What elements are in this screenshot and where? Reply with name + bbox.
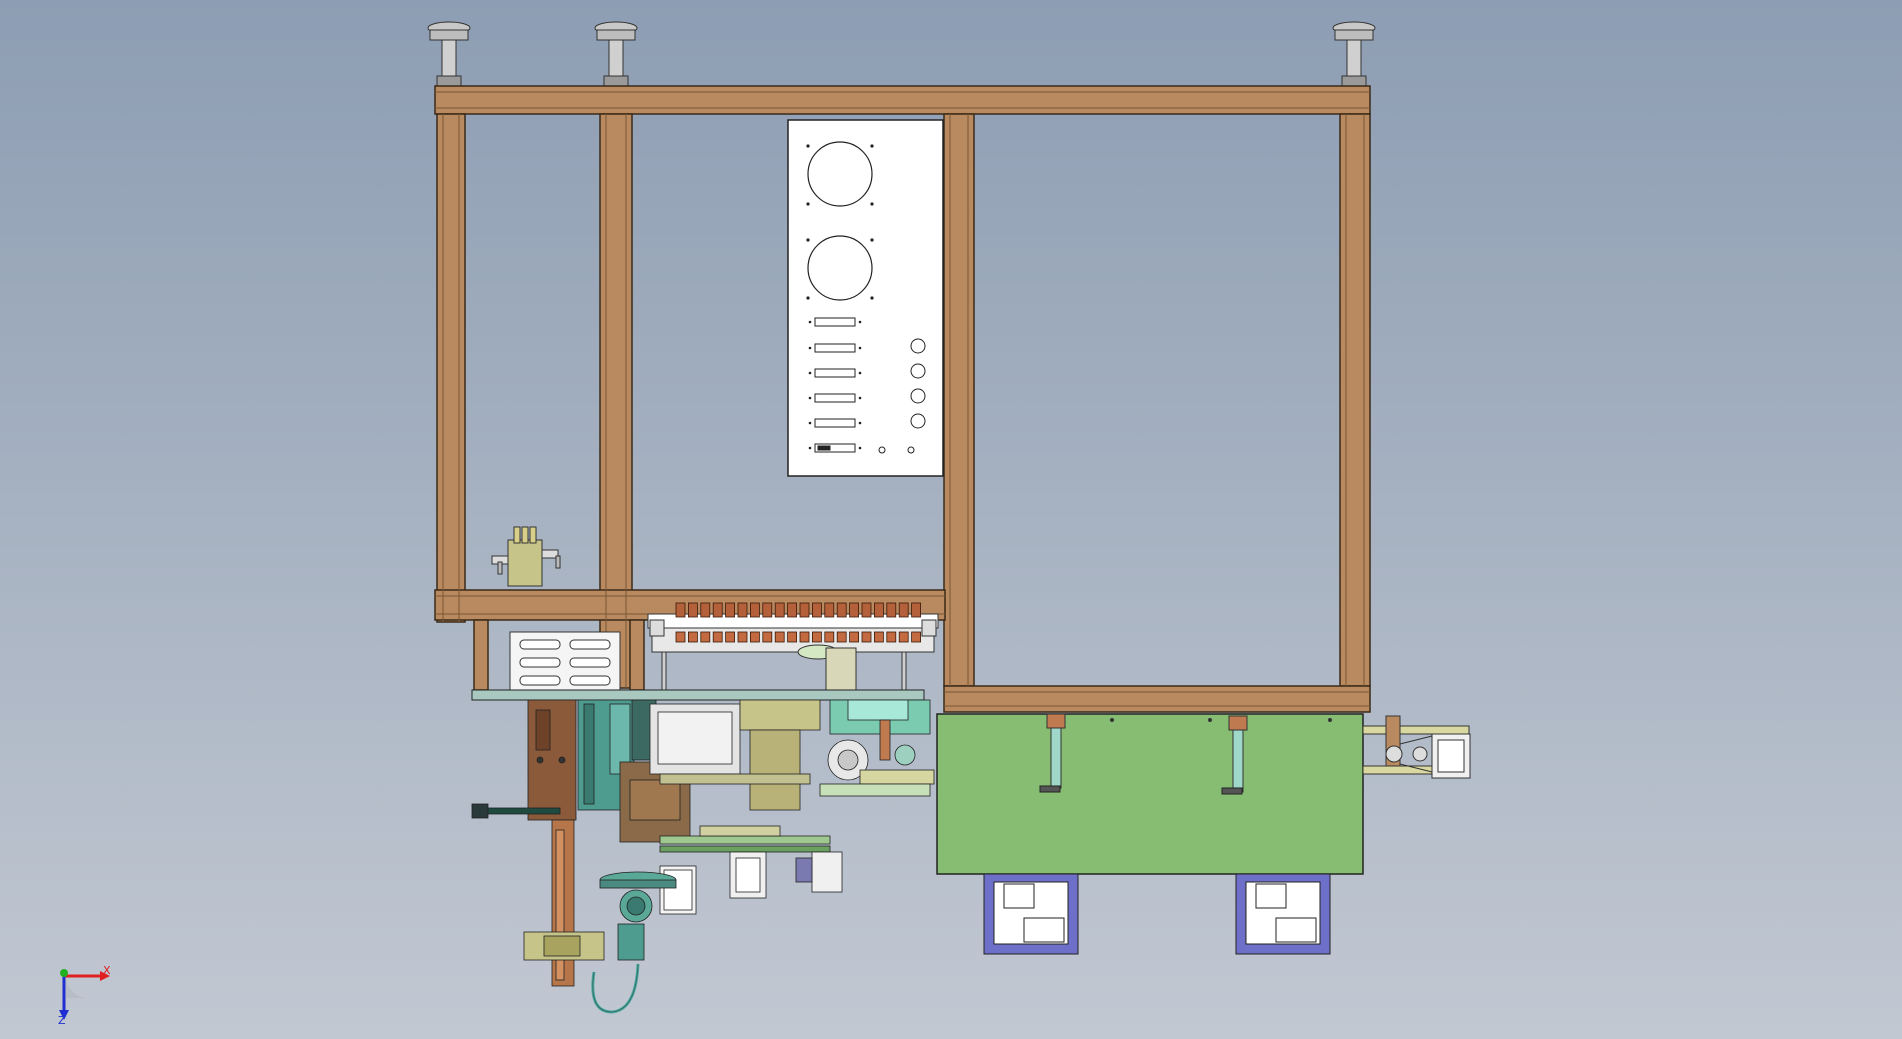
valve-fitting — [700, 631, 711, 643]
valve-module — [712, 602, 723, 618]
valve-fitting — [849, 631, 859, 643]
frame-post-right — [1339, 113, 1371, 687]
frame-lower-post-1 — [473, 619, 489, 691]
valve-fitting — [861, 631, 872, 643]
valve-module — [787, 602, 797, 618]
valve-module — [799, 602, 810, 618]
valve-fitting — [750, 631, 760, 643]
leveling-foot-right — [1332, 21, 1376, 87]
left-mechanism — [471, 699, 935, 1014]
valve-module — [725, 602, 735, 618]
valve-module — [675, 602, 686, 618]
valve-fitting — [886, 631, 897, 643]
valve-fitting — [737, 631, 748, 643]
frame-lower-beam-right — [943, 685, 1371, 713]
frame-post-center — [943, 113, 975, 687]
valve-module — [898, 602, 909, 618]
valve-module — [836, 602, 847, 618]
valve-module — [824, 602, 835, 618]
valve-fitting — [812, 631, 822, 643]
valve-fitting — [799, 631, 810, 643]
frame-post-left — [436, 113, 466, 623]
valve-module — [737, 602, 748, 618]
foot-box-right — [1235, 873, 1331, 955]
leveling-foot-middle — [594, 21, 638, 87]
valve-fitting — [762, 631, 773, 643]
frame-highlights — [435, 91, 1370, 707]
valve-fitting — [725, 631, 735, 643]
valve-fitting — [675, 631, 686, 643]
frame-lower-post-2 — [629, 619, 645, 691]
slotted-plate — [509, 631, 621, 695]
fan-cutout-top — [807, 141, 873, 207]
control-panel — [787, 119, 944, 477]
triad-z-arrow — [59, 1010, 69, 1020]
valve-fitting — [824, 631, 835, 643]
frame — [434, 85, 1371, 713]
frame-top-beam — [434, 85, 1371, 115]
valve-fitting — [774, 631, 785, 643]
valve-terminal-strip — [647, 602, 939, 693]
base-plate — [471, 689, 925, 701]
leveling-foot-left — [427, 21, 471, 87]
valve-module — [886, 602, 897, 618]
foot-box-left — [983, 873, 1079, 955]
valve-module — [911, 602, 921, 618]
valve-module — [688, 602, 698, 618]
connector-cutouts — [814, 317, 856, 453]
triad-x-label: X — [103, 964, 111, 977]
coordinate-triad-icon: X Z — [58, 964, 111, 1027]
valve-module — [762, 602, 773, 618]
fan-cutout-bottom — [807, 235, 873, 301]
triad-x-arrow — [100, 971, 110, 981]
valve-bracket — [491, 526, 561, 587]
valve-module — [750, 602, 760, 618]
valve-fitting — [712, 631, 723, 643]
valve-fitting — [874, 631, 884, 643]
valve-fitting — [688, 631, 698, 643]
valve-module — [812, 602, 822, 618]
valve-module — [774, 602, 785, 618]
valve-module — [874, 602, 884, 618]
valve-module — [861, 602, 872, 618]
triad-y-axis — [60, 969, 68, 977]
right-motor-assembly — [1362, 715, 1471, 779]
valve-fitting — [898, 631, 909, 643]
cylinder-top — [797, 644, 857, 691]
valve-fitting — [911, 631, 921, 643]
valve-module — [700, 602, 711, 618]
valve-fitting — [787, 631, 797, 643]
valve-module — [849, 602, 859, 618]
switch-cutouts — [878, 338, 926, 454]
triad-z-label: Z — [58, 1014, 66, 1027]
valve-fitting — [836, 631, 847, 643]
green-box — [936, 713, 1364, 875]
